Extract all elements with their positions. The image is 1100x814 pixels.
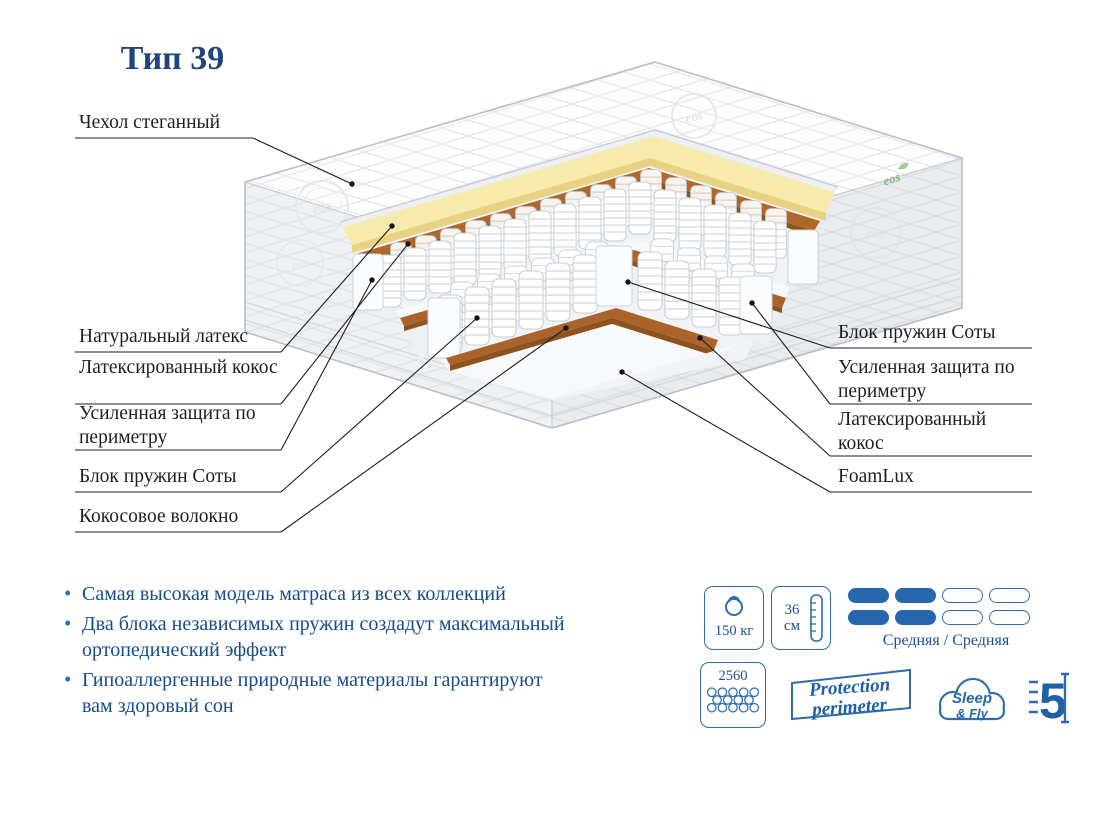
- brand-line1: Sleep: [952, 690, 992, 707]
- warranty-years: 5: [1039, 673, 1067, 726]
- firmness-label: Средняя / Средняя: [882, 632, 1010, 649]
- label-coconut-fiber: Кокосовое волокно: [79, 506, 239, 527]
- label-perimeter-protection-right: Усиленная защита по периметру: [838, 357, 1015, 402]
- height-value: 36 см: [783, 601, 801, 635]
- max-weight-badge: 150 кг: [704, 586, 764, 650]
- label-latexed-coconut-right: Латексированный кокос: [838, 409, 987, 454]
- firmness-segment: [942, 588, 983, 603]
- label-natural-latex: Натуральный латекс: [79, 326, 248, 347]
- firmness-segment: [895, 588, 936, 603]
- bullet-icon: •: [64, 581, 72, 605]
- firmness-scale-side1: [848, 588, 1044, 603]
- warranty-5-icon: 5: [1029, 672, 1069, 729]
- bullet-icon: •: [64, 666, 72, 691]
- svg-text:eos: eos: [290, 254, 310, 273]
- feature-item: •Два блока независимых пружин создадут м…: [64, 610, 565, 662]
- max-weight-value: 150 кг: [714, 623, 754, 639]
- firmness-segment: [989, 588, 1030, 603]
- firmness-segment: [848, 610, 889, 625]
- foamlux-base: [450, 324, 738, 398]
- cloud-icon: Sleep & Fly: [938, 677, 1006, 721]
- mattress-height-badge: 36 см: [771, 586, 831, 650]
- label-perimeter-protection-left: Усиленная защита по периметру: [79, 403, 256, 448]
- eos-watermark-stamps: eos eos eos eos eos: [276, 93, 909, 287]
- ruler-icon: [810, 594, 823, 642]
- perimeter-blocks-lower: [427, 245, 773, 359]
- perimeter-blocks-upper: [352, 229, 819, 311]
- label-foamlux: FoamLux: [838, 466, 914, 487]
- protection-line2: perimeter: [810, 694, 889, 720]
- firmness-scale-side2: [848, 610, 1044, 625]
- firmness-indicator: Средняя / Средняя: [848, 588, 1044, 650]
- kettlebell-icon: [725, 596, 743, 616]
- page-title: Тип 39: [120, 40, 225, 77]
- feature-list: •Самая высокая модель матраса из всех ко…: [62, 581, 567, 723]
- label-spring-block-right: Блок пружин Соты: [838, 322, 996, 343]
- leader-dots: [349, 181, 755, 375]
- protection-frame-icon: Protection perimeter: [791, 668, 911, 721]
- firmness-segment: [989, 610, 1030, 625]
- feature-item: •Гипоаллергенные природные материалы гар…: [64, 666, 543, 718]
- bullet-icon: •: [64, 610, 72, 635]
- label-spring-block-left: Блок пружин Соты: [79, 466, 237, 487]
- springs-grid-icon: [706, 687, 760, 713]
- springs-count-badge: 2560: [700, 662, 766, 728]
- coconut-layer-lower: [446, 308, 718, 371]
- label-cover-quilted: Чехол стеганный: [79, 112, 221, 133]
- firmness-segment: [848, 588, 889, 603]
- latex-layer: [342, 136, 834, 253]
- firmness-segment: [942, 610, 983, 625]
- svg-text:eos: eos: [881, 169, 902, 189]
- label-latexed-coconut-left: Латексированный кокос: [79, 357, 278, 378]
- feature-item: •Самая высокая модель матраса из всех ко…: [62, 581, 567, 608]
- springs-count-value: 2560: [718, 668, 748, 684]
- cutaway-layers: [339, 129, 839, 400]
- firmness-segment: [895, 610, 936, 625]
- svg-text:eos: eos: [311, 198, 334, 218]
- eos-green-logo: eos: [881, 162, 909, 189]
- svg-text:eos: eos: [865, 225, 887, 244]
- svg-text:eos: eos: [684, 107, 704, 125]
- warranty-badge: 5: [1024, 666, 1070, 731]
- leader-lines: [75, 137, 1032, 533]
- brand-line2: & Fly: [956, 706, 989, 721]
- protection-perimeter-badge: Protection perimeter: [782, 666, 918, 731]
- brand-logo: Sleep & Fly: [926, 672, 1016, 733]
